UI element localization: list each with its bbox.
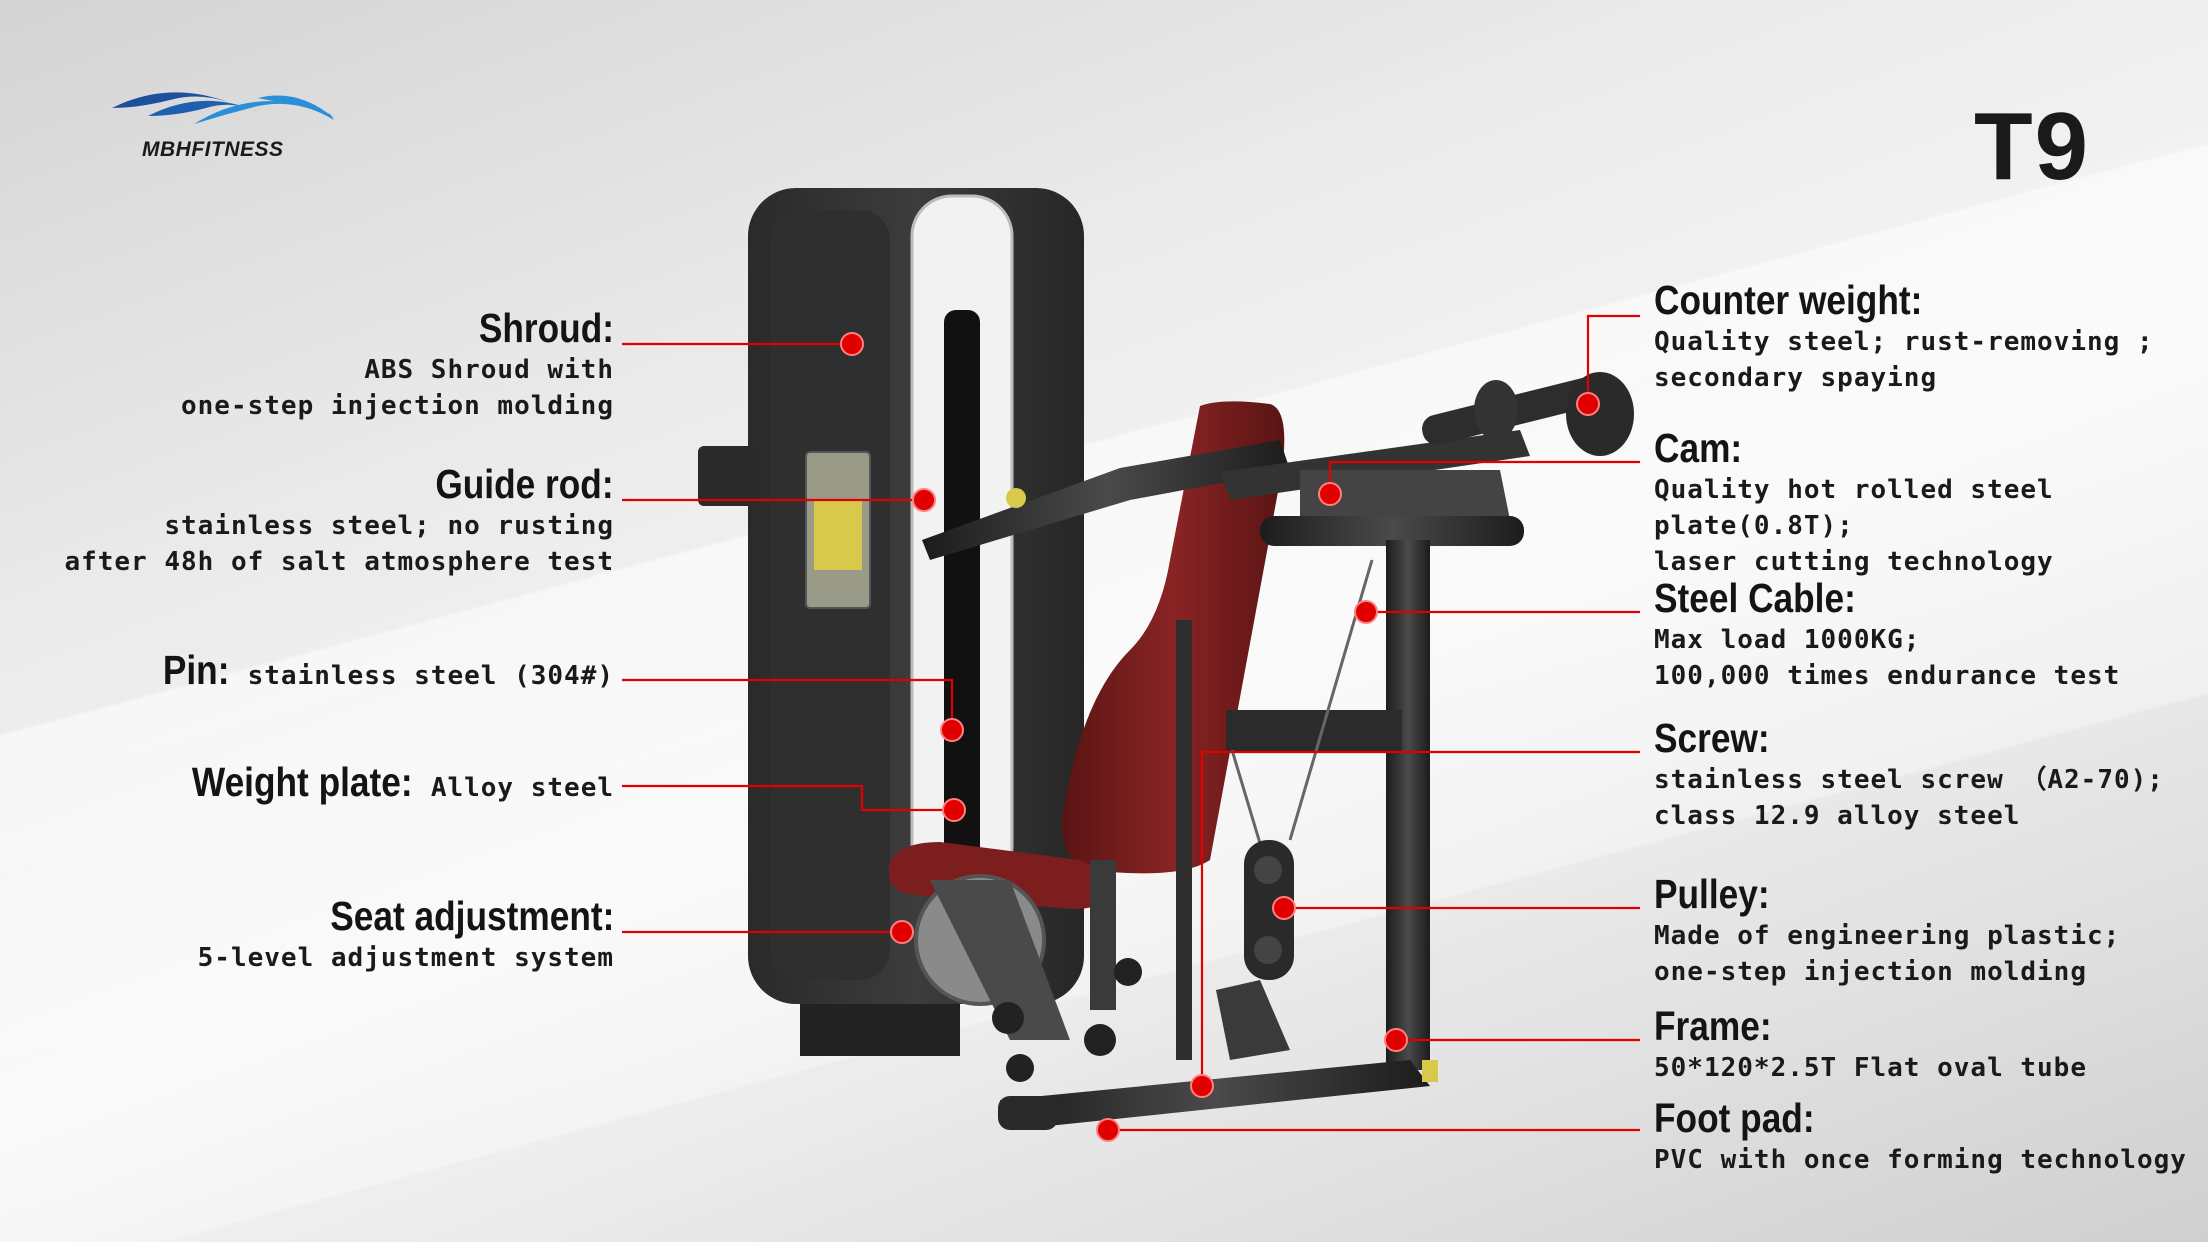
callout-counter-weight: Counter weight: Quality steel; rust-remo… [1654,276,2154,396]
callout-title: Cam: [1654,425,1743,471]
callout-seat-adjustment: Seat adjustment: 5-level adjustment syst… [198,892,614,976]
callout-shroud: Shroud: ABS Shroud with one-step injecti… [181,304,614,424]
callout-desc: Quality steel; rust-removing ; [1654,327,2154,357]
callout-desc: stainless steel (304#) [247,661,614,691]
callout-guide-rod: Guide rod: stainless steel; no rusting a… [64,460,614,580]
callout-title: Weight plate: [192,759,413,805]
callout-title: Shroud: [478,305,614,351]
callout-desc: class 12.9 alloy steel [1654,801,2021,831]
callout-title: Guide rod: [435,461,614,507]
callout-frame: Frame: 50*120*2.5T Flat oval tube [1654,1002,2087,1086]
callout-desc: PVC with once forming technology [1654,1145,2187,1175]
callout-title: Pulley: [1654,871,1770,917]
callout-title: Pin: [163,647,230,693]
callout-desc: 50*120*2.5T Flat oval tube [1654,1053,2087,1083]
callout-desc: after 48h of salt atmosphere test [64,547,614,577]
callout-title: Foot pad: [1654,1095,1815,1141]
callout-desc: secondary spaying [1654,363,1938,393]
model-number: T9 [1973,93,2090,200]
callout-desc: Alloy steel [430,773,614,803]
callout-title: Frame: [1654,1003,1772,1049]
callout-desc: Made of engineering plastic; [1654,921,2121,951]
callout-desc: ABS Shroud with [364,355,614,385]
brand-name: MBHFITNESS [142,138,284,161]
callout-title: Counter weight: [1654,277,1923,323]
callout-title: Seat adjustment: [329,893,614,939]
callout-desc: 100,000 times endurance test [1654,661,2121,691]
callout-desc: laser cutting technology [1654,547,2054,577]
callout-pulley: Pulley: Made of engineering plastic; one… [1654,870,2120,990]
callout-steel-cable: Steel Cable: Max load 1000KG; 100,000 ti… [1654,574,2120,694]
callout-pin: Pin: stainless steel (304#) [152,646,614,694]
brand-logo [112,92,334,124]
callout-screw: Screw: stainless steel screw （A2-70); cl… [1654,714,2164,834]
callout-weight-plate: Weight plate: Alloy steel [156,758,614,806]
callout-title: Screw: [1654,715,1770,761]
callout-desc: Quality hot rolled steel plate(0.8T); [1654,475,2054,541]
callout-foot-pad: Foot pad: PVC with once forming technolo… [1654,1094,2187,1178]
callout-desc: one-step injection molding [181,391,614,421]
callout-desc: one-step injection molding [1654,957,2087,987]
callout-title: Steel Cable: [1654,575,1856,621]
callout-desc: stainless steel; no rusting [164,511,614,541]
callout-cam: Cam: Quality hot rolled steel plate(0.8T… [1654,424,2208,580]
callout-desc: 5-level adjustment system [197,943,614,973]
callout-desc: Max load 1000KG; [1654,625,1921,655]
callout-desc: stainless steel screw （A2-70); [1654,765,2164,795]
